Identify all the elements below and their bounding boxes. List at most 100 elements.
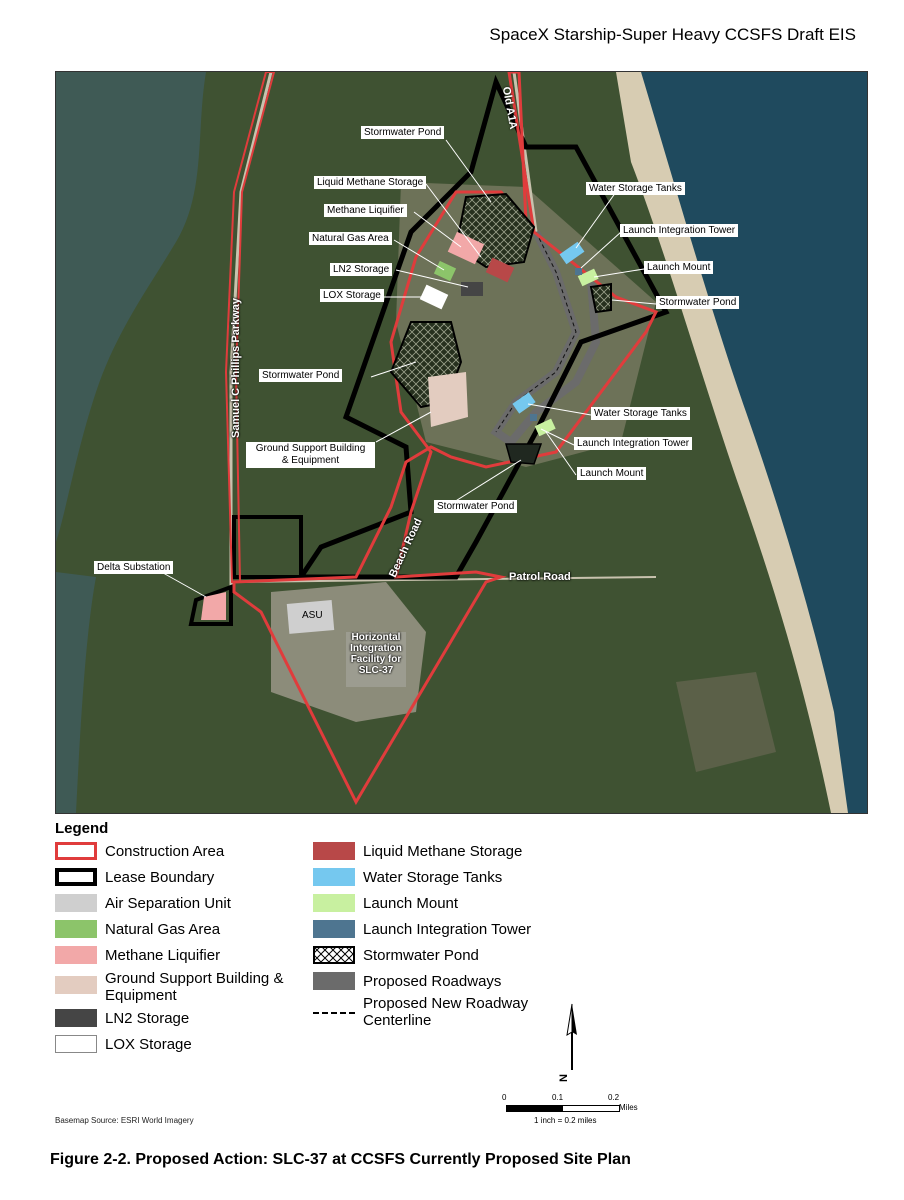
samuel-phillips-label: Samuel C Phillips Parkway: [230, 297, 242, 438]
old-a1a-road: [512, 72, 538, 233]
legend-label: Liquid Methane Storage: [363, 842, 523, 860]
scale-tick-0: 0: [502, 1093, 507, 1102]
legend-label-line2: Centerline: [363, 1012, 432, 1029]
legend-item-proposed-new-roadway-centerline: Proposed New Roadway Centerline: [313, 995, 528, 1029]
launch-integration-tower-swatch: [313, 920, 355, 938]
hif-label-line3: Facility for: [350, 654, 402, 665]
document-header: SpaceX Starship-Super Heavy CCSFS Draft …: [489, 25, 856, 44]
samuel-phillips-construction: [224, 72, 276, 583]
lease-boundary-west: [232, 515, 303, 579]
legend-item-liquid-methane-storage: Liquid Methane Storage: [313, 842, 522, 860]
asu-footprint: [286, 600, 335, 634]
patrol-road-label: Patrol Road: [509, 571, 571, 583]
methane-liquifier-footprint: [447, 231, 485, 265]
lagoon-water-south: [56, 572, 96, 813]
stormwater-pond-right: [589, 282, 612, 314]
callout-launch-integration-tower-top: Launch Integration Tower: [620, 224, 739, 237]
legend-label: Proposed Roadways: [363, 972, 502, 990]
legend-item-methane-liquifier: Methane Liquifier: [55, 946, 220, 964]
legend-item-lox-storage: LOX Storage: [55, 1035, 192, 1053]
legend-item-stormwater-pond: Stormwater Pond: [313, 946, 479, 964]
proposed-roadway-centerline: [495, 231, 577, 433]
lagoon-water: [56, 72, 206, 542]
legend-label: Lease Boundary: [105, 868, 215, 886]
legend-title: Legend: [55, 820, 109, 837]
legend-label-line1: Ground Support Building &: [105, 970, 284, 987]
legend-item-lease-boundary: Lease Boundary: [55, 868, 214, 886]
callout-ln2-storage: LN2 Storage: [330, 263, 393, 276]
scale-bar-graphic: [506, 1105, 620, 1112]
construction-area-swatch: [55, 842, 97, 860]
legend-label: Methane Liquifier: [105, 946, 221, 964]
hif-building: [346, 632, 406, 687]
callout-launch-mount-bottom: Launch Mount: [577, 467, 647, 480]
gsb-line2: & Equipment: [281, 455, 340, 466]
basemap-source: Basemap Source: ESRI World Imagery: [55, 1116, 194, 1125]
callout-water-storage-tanks-top: Water Storage Tanks: [586, 182, 685, 195]
legend-item-ln2-storage: LN2 Storage: [55, 1009, 189, 1027]
scale-bar-segment-black: [507, 1106, 563, 1111]
scale-ratio: 1 inch = 0.2 miles: [534, 1116, 597, 1125]
water-storage-tanks-bottom: [512, 392, 536, 414]
hif-label-line4: SLC-37: [358, 665, 394, 676]
callout-stormwater-pond-bottom: Stormwater Pond: [434, 500, 518, 513]
legend-item-construction-area: Construction Area: [55, 842, 224, 860]
lease-boundary-substation: [188, 584, 233, 626]
scale-tick-1: 0.1: [552, 1093, 564, 1102]
callout-liquid-methane-storage: Liquid Methane Storage: [314, 176, 427, 189]
callout-natural-gas-area: Natural Gas Area: [309, 232, 392, 245]
legend-item-water-storage-tanks: Water Storage Tanks: [313, 868, 502, 886]
leader-lines: [155, 139, 657, 598]
map-legend: Legend Construction Area Lease Boundary …: [55, 818, 575, 1063]
water-storage-tanks-top: [559, 241, 585, 265]
natural-gas-area-footprint: [433, 260, 457, 282]
site-plan-map: Old A1A Samuel C Phillips Parkway Beach …: [55, 71, 868, 814]
liquid-methane-storage-footprint: [485, 257, 515, 283]
legend-label: Construction Area: [105, 842, 225, 860]
ground-support-building-swatch: [55, 976, 97, 994]
callout-ground-support-building: Ground Support Building & Equipment: [246, 442, 375, 468]
ln2-storage-footprint: [461, 282, 483, 296]
callout-stormwater-pond-top: Stormwater Pond: [361, 126, 445, 139]
distant-pad: [676, 672, 776, 772]
scale-bar-segment-white: [563, 1106, 619, 1111]
callout-stormwater-pond-right: Stormwater Pond: [656, 296, 740, 309]
callout-water-storage-tanks-bottom: Water Storage Tanks: [591, 407, 690, 420]
north-arrow: N: [552, 1000, 592, 1090]
legend-label: Natural Gas Area: [105, 920, 221, 938]
legend-item-air-separation-unit: Air Separation Unit: [55, 894, 231, 912]
north-label: N: [557, 1074, 570, 1082]
legend-label: LN2 Storage: [105, 1009, 190, 1027]
callout-stormwater-pond-left: Stormwater Pond: [259, 369, 343, 382]
legend-label-line1: Proposed New Roadway: [363, 995, 529, 1012]
callout-lox-storage: LOX Storage: [320, 289, 384, 302]
samuel-phillips-road: [229, 72, 273, 592]
legend-label: Water Storage Tanks: [363, 868, 503, 886]
ln2-storage-swatch: [55, 1009, 97, 1027]
legend-item-launch-integration-tower: Launch Integration Tower: [313, 920, 531, 938]
legend-item-launch-mount: Launch Mount: [313, 894, 458, 912]
gsb-line1: Ground Support Building: [255, 443, 366, 454]
callout-launch-mount-top: Launch Mount: [644, 261, 714, 274]
legend-item-natural-gas-area: Natural Gas Area: [55, 920, 220, 938]
callout-methane-liquifier: Methane Liquifier: [324, 204, 407, 217]
legend-label: Launch Mount: [363, 894, 459, 912]
beach: [616, 72, 848, 813]
stormwater-pond-bottom: [505, 443, 543, 465]
callout-launch-integration-tower-bottom: Launch Integration Tower: [574, 437, 693, 450]
legend-label: Air Separation Unit: [105, 894, 231, 912]
figure-caption: Figure 2-2. Proposed Action: SLC-37 at C…: [50, 1151, 631, 1168]
north-arrow-icon: [566, 1003, 577, 1070]
scale-unit: Miles: [619, 1103, 638, 1112]
legend-item-ground-support-building: Ground Support Building & Equipment: [55, 970, 283, 1004]
lox-storage-footprint: [419, 284, 449, 310]
hif-label-line2: Integration: [350, 643, 402, 654]
hif-label: Horizontal Integration Facility for SLC-…: [346, 632, 406, 676]
ground-support-building-footprint: [428, 372, 468, 427]
launch-integration-tower-bottom: [530, 414, 537, 421]
map-canvas: [56, 72, 867, 813]
scale-tick-2: 0.2: [608, 1093, 620, 1102]
proposed-roadways-swatch: [313, 972, 355, 990]
launch-mount-swatch: [313, 894, 355, 912]
legend-label: Launch Integration Tower: [363, 920, 532, 938]
